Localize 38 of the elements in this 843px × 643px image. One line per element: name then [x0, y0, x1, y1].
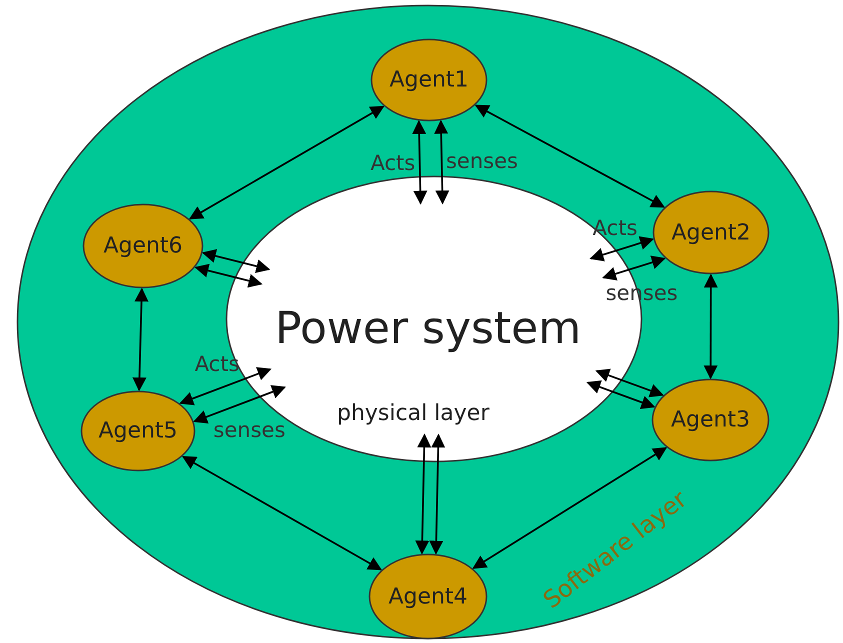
arrow — [188, 106, 384, 220]
arrow — [474, 104, 666, 208]
agent-circle — [651, 378, 770, 462]
edge-label: Acts — [592, 216, 638, 240]
layer-label: physical layer — [337, 401, 490, 426]
arrow — [415, 433, 432, 555]
edge-label: Acts — [370, 150, 416, 175]
arrow — [182, 456, 382, 570]
node-label: Agent6 — [103, 234, 183, 258]
arrow — [202, 249, 270, 274]
agent-circle — [82, 203, 204, 289]
agent-circle — [368, 553, 488, 640]
arrow — [429, 434, 446, 555]
node-label: Agent4 — [388, 584, 468, 609]
edge-label: Acts — [194, 352, 240, 376]
arrow — [704, 274, 718, 380]
node-label: Agent1 — [389, 68, 469, 92]
agent-circle — [652, 190, 770, 275]
agent-circle — [370, 38, 488, 122]
node-label: Agent3 — [670, 408, 750, 432]
arrow — [194, 264, 263, 288]
edge-label: senses — [446, 149, 518, 174]
agent-circle — [80, 390, 196, 472]
arrow — [472, 447, 668, 569]
layer-ellipse — [16, 4, 840, 640]
arrow — [412, 120, 428, 205]
node-label: Power system — [275, 303, 582, 354]
edge-label: senses — [213, 418, 286, 442]
arrow — [193, 385, 286, 424]
arrow — [602, 256, 666, 281]
arrow — [132, 288, 148, 392]
arrow — [179, 367, 272, 406]
arrow — [590, 236, 654, 262]
node-label: Agent2 — [671, 220, 751, 245]
node-label: Agent5 — [98, 418, 178, 444]
arrow — [434, 120, 450, 204]
arrow — [595, 368, 664, 398]
arrow — [586, 380, 656, 410]
